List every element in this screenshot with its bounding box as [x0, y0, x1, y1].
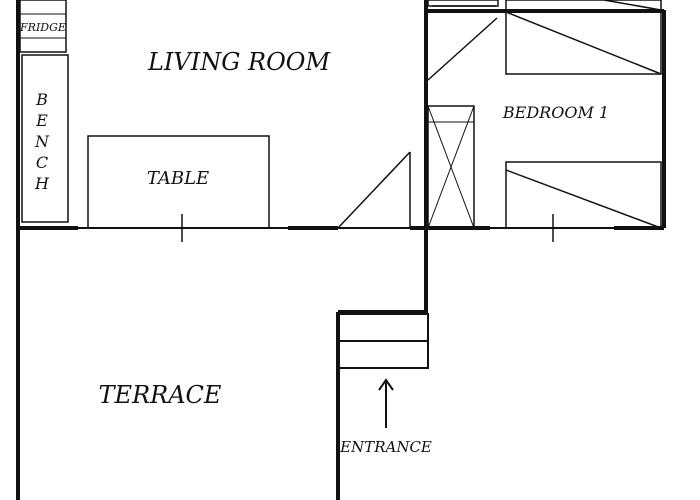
living-door-swing: [337, 151, 411, 229]
bed-top-diagonal: [505, 11, 662, 75]
wardrobe: [427, 105, 475, 229]
bench-letter-h: H: [34, 174, 50, 193]
table-label: TABLE: [147, 168, 209, 189]
bench-letter-e: E: [35, 111, 48, 130]
entrance-arrow-head: [378, 378, 394, 391]
bench-letter-n: N: [34, 132, 50, 151]
terrace-label: TERRACE: [99, 381, 222, 409]
bed-top: [505, 0, 662, 75]
bed-bottom-diagonal: [505, 169, 662, 229]
bedroom-label: BEDROOM 1: [502, 103, 609, 122]
bench-letter-c: C: [36, 153, 48, 172]
bed-top-edge: [603, 0, 662, 11]
table: [87, 135, 270, 229]
top-fixture: [427, 0, 499, 7]
fridge-label: FRIDGE: [19, 21, 66, 34]
bench: [21, 54, 69, 223]
bench-letter-b: B: [35, 90, 48, 109]
fridge: [19, 0, 67, 53]
wardrobe-diagonal-2: [427, 105, 475, 229]
entrance-label: ENTRANCE: [339, 438, 432, 456]
living-room-label: LIVING ROOM: [147, 48, 331, 76]
bedroom-door-leaf: [427, 17, 498, 81]
bed-bottom: [505, 161, 662, 229]
